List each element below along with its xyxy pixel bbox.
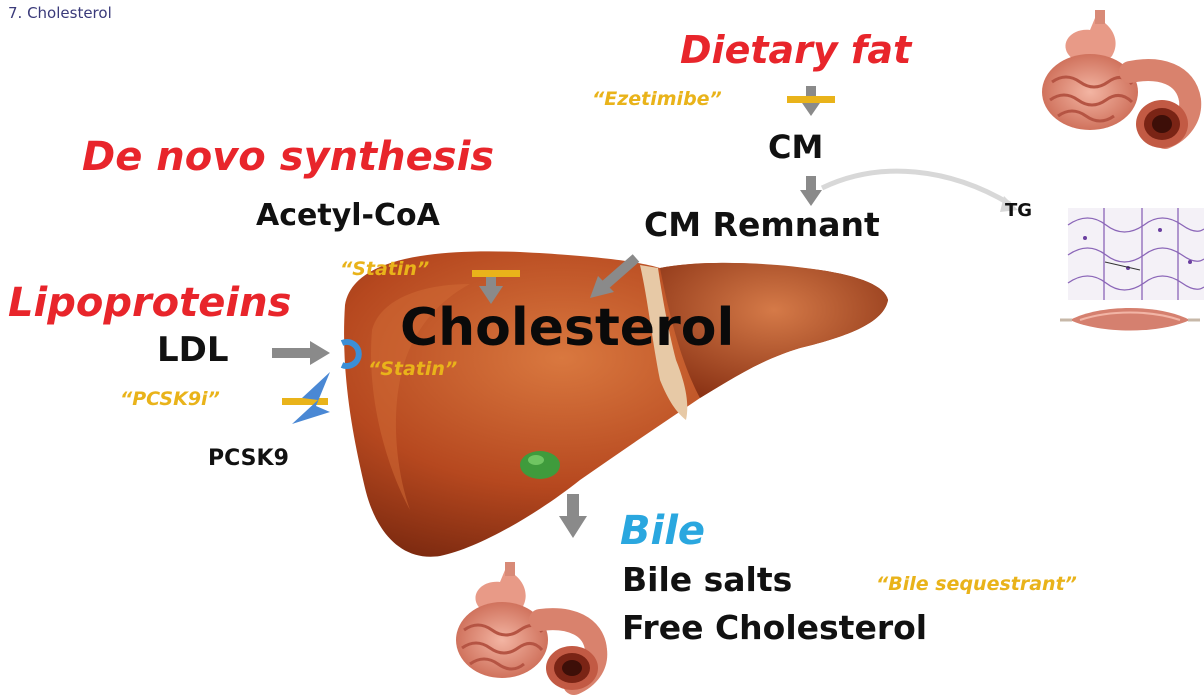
adipose-tissue-illustration (1068, 208, 1204, 300)
ezetimibe-label: “Ezetimibe” (592, 88, 722, 110)
bile-title: Bile (620, 508, 705, 554)
free-cholesterol-label: Free Cholesterol (622, 608, 927, 647)
cm-remnant-label: CM Remnant (644, 205, 880, 244)
ldl-label: LDL (157, 330, 229, 370)
gi-tract-illustration-top (1042, 10, 1190, 148)
muscle-illustration (1060, 308, 1200, 331)
de-novo-synthesis-label: De novo synthesis (82, 134, 494, 180)
cm-label: CM (768, 128, 823, 166)
statin-label-1: “Statin” (340, 258, 429, 280)
cholesterol-label: Cholesterol (400, 298, 734, 358)
acetyl-coa-label: Acetyl-CoA (256, 198, 440, 233)
gi-tract-illustration-bottom (456, 562, 598, 690)
pcsk9i-label: “PCSK9i” (120, 388, 220, 410)
lipoproteins-label: Lipoproteins (8, 280, 291, 326)
statin-label-2: “Statin” (368, 358, 457, 380)
dietary-fat-label: Dietary fat (680, 28, 911, 72)
tg-label: TG (1005, 200, 1032, 221)
bile-salts-label: Bile salts (622, 560, 792, 599)
bile-sequestrant-label: “Bile sequestrant” (876, 573, 1077, 595)
pcsk9-label: PCSK9 (208, 446, 289, 471)
section-title: 7. Cholesterol (8, 4, 112, 22)
